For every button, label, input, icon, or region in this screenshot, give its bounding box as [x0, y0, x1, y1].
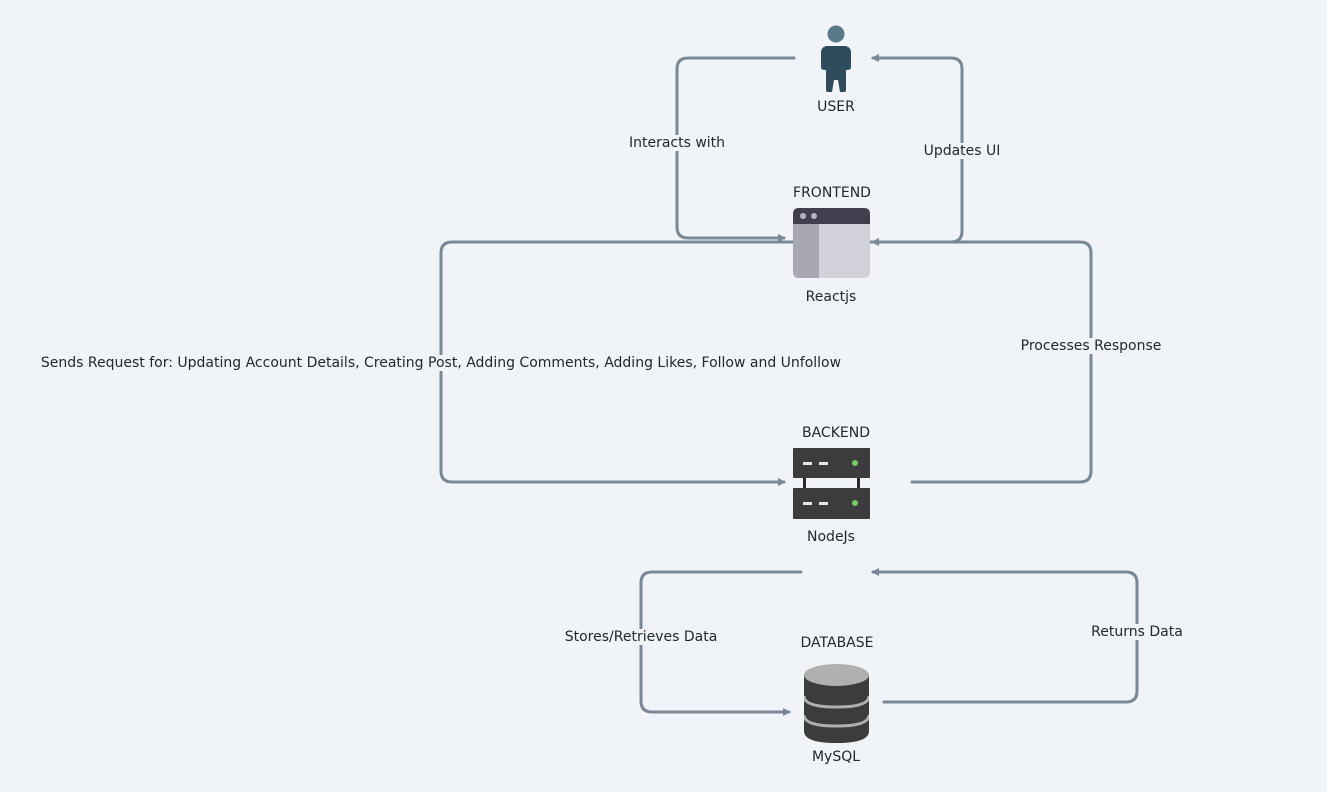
- database-icon: [804, 664, 869, 743]
- label-stores-retrieves: Stores/Retrieves Data: [562, 629, 720, 645]
- label-updates-ui: Updates UI: [921, 143, 1003, 159]
- frontend-title: FRONTEND: [793, 185, 871, 201]
- label-interacts-with: Interacts with: [626, 135, 728, 151]
- backend-tech: NodeJs: [807, 529, 855, 545]
- database-title: DATABASE: [800, 635, 874, 651]
- label-returns-data: Returns Data: [1089, 624, 1185, 640]
- server-icon: [793, 448, 870, 519]
- edge-processes-response: [871, 238, 1093, 484]
- backend-title: BACKEND: [802, 425, 870, 441]
- label-sends-request: Sends Request for: Updating Account Deta…: [38, 355, 844, 371]
- frontend-tech: Reactjs: [805, 289, 857, 305]
- database-tech: MySQL: [811, 749, 861, 765]
- label-processes-response: Processes Response: [1018, 338, 1164, 354]
- browser-window-icon: [793, 208, 870, 278]
- user-title: USER: [817, 99, 855, 115]
- person-icon: [821, 25, 851, 92]
